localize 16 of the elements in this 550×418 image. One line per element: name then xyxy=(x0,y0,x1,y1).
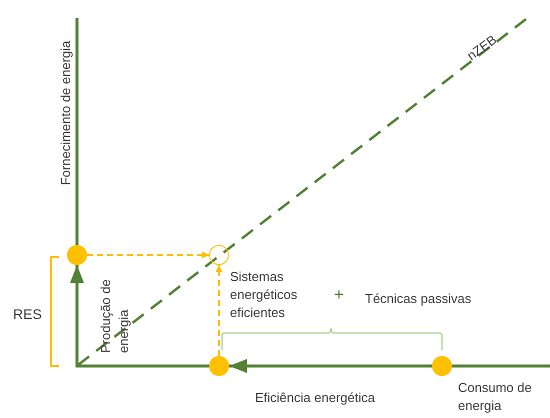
plus-sign: + xyxy=(334,286,344,304)
component-label: Sistemas energéticos eficientes xyxy=(230,268,298,322)
target-circle xyxy=(209,245,229,265)
arrow-label: Produção de energia xyxy=(97,278,132,353)
point-marker xyxy=(432,356,452,376)
arrow xyxy=(216,265,222,356)
axis-label: Eficiência energética xyxy=(255,389,375,407)
component-label: Técnicas passivas xyxy=(365,290,472,308)
arrow xyxy=(229,359,432,373)
axis-label: Fornecimento de energia xyxy=(57,40,74,186)
bracket-label: RES xyxy=(13,305,42,323)
axis-label: Consumo de energia xyxy=(458,379,533,415)
point-marker xyxy=(209,356,229,376)
arrow xyxy=(87,252,209,258)
arrow xyxy=(70,265,84,366)
point-marker xyxy=(67,245,87,265)
